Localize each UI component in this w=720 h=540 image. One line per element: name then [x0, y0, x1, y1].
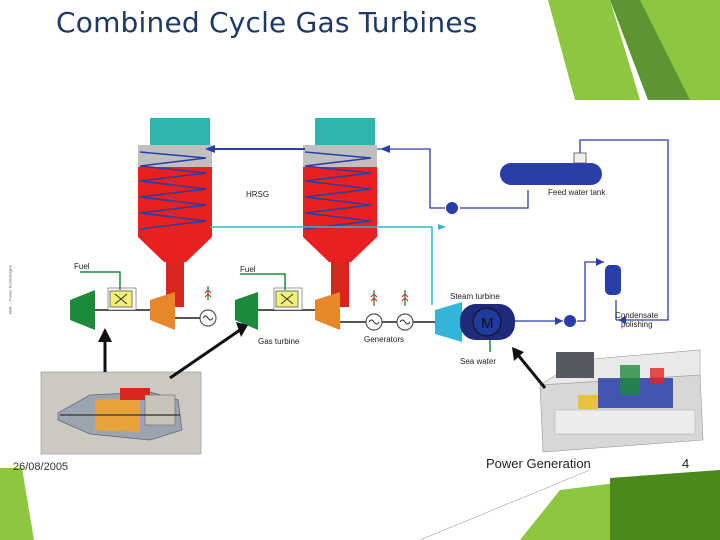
slide-title: Combined Cycle Gas Turbines	[56, 6, 478, 39]
gas-turbine-cutaway-image	[40, 371, 202, 455]
bottom-thin-line	[419, 469, 591, 540]
condensate-pump-icon	[564, 315, 576, 327]
fuel-label-left: Fuel	[74, 262, 90, 271]
gas-turbine-label: Gas turbine	[258, 337, 300, 346]
steam-turbine: M	[413, 302, 515, 352]
gas-turbine-right	[235, 273, 340, 330]
steam-pipes	[210, 139, 669, 322]
hrsg-label: HRSG	[246, 190, 269, 199]
footer-section-title: Power Generation	[486, 456, 591, 471]
generators-icon	[340, 290, 414, 331]
condensate-polishing-label-2: polishing	[621, 320, 653, 329]
pointer-arrows	[98, 322, 547, 389]
feed-pump-icon	[446, 202, 458, 214]
condensate-polishing-vessel	[605, 265, 621, 295]
power-plant-rendering-image	[539, 349, 704, 453]
ccgt-process-diagram: HRSG Feed water tank Condensate polishin…	[13, 100, 720, 473]
sea-water-label: Sea water	[460, 357, 496, 366]
side-caption: ABB ... Power Technologies	[7, 265, 13, 315]
generator-left-icon	[175, 286, 217, 327]
footer-date: 26/08/2005	[13, 461, 68, 473]
hrsg-right	[303, 118, 377, 307]
steam-turbine-label: Steam turbine	[450, 292, 500, 301]
hrsg-left	[138, 118, 212, 307]
generators-label: Generators	[364, 335, 404, 344]
footer-page-number: 4	[682, 456, 689, 471]
gas-turbine-left	[70, 271, 175, 330]
pipe-arrows	[205, 145, 626, 325]
condensate-polishing-label-1: Condensate	[615, 311, 659, 320]
bottom-right-dark-band	[610, 470, 720, 540]
top-right-green-band	[548, 0, 640, 100]
bottom-left-green-band	[0, 468, 34, 540]
feed-water-tank-label: Feed water tank	[548, 188, 606, 197]
fuel-label-right: Fuel	[240, 265, 256, 274]
top-right-light-band	[640, 0, 720, 100]
motor-symbol: M	[481, 315, 494, 332]
feed-water-tank	[500, 152, 602, 185]
